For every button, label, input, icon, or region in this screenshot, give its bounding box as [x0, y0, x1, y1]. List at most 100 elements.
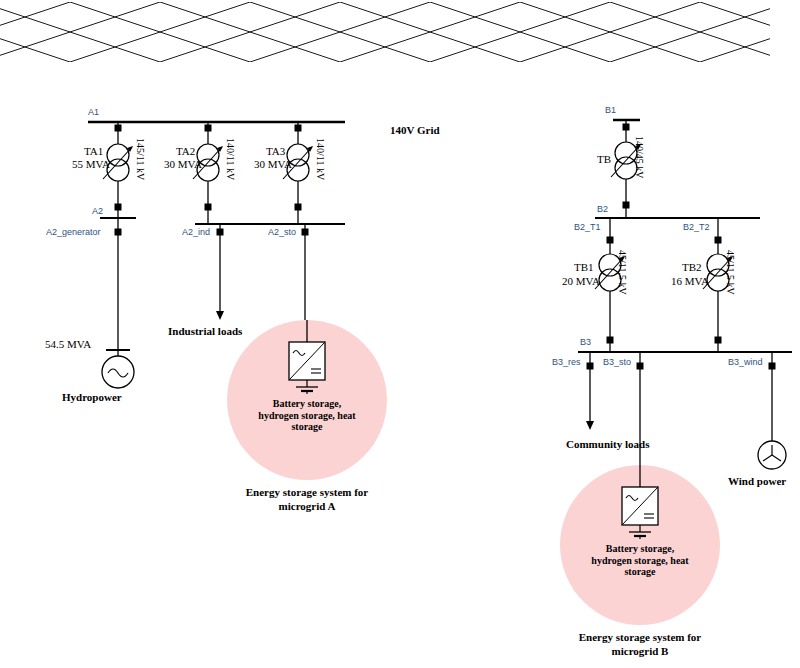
breaker-symbol [623, 124, 630, 131]
transformer-ratio: 45/11.5 kV [725, 250, 736, 295]
breaker-symbol [587, 363, 594, 370]
storage-circle-fill [227, 320, 387, 480]
breaker-symbol [769, 363, 776, 370]
storage-heading: Energy storage system for microgrid A [232, 486, 382, 514]
busbar [100, 217, 136, 219]
bus-name: B3_wind [728, 357, 763, 367]
converter-diagonal [289, 342, 325, 380]
breaker-symbol [715, 337, 722, 344]
breaker-symbol [715, 237, 722, 244]
storage-contents: Battery storage, hydrogen storage, heat … [253, 398, 361, 433]
tap-changer-arrowhead [127, 146, 133, 152]
component-label: 55 MVA [72, 158, 110, 170]
bus-name: B3_res [552, 357, 581, 367]
transformer-ratio: 45/11.5 kV [617, 250, 628, 295]
converter-dc-sign [311, 372, 321, 373]
breaker-symbol [295, 204, 302, 211]
breaker-symbol [295, 125, 302, 132]
generator-symbol [102, 356, 134, 388]
breaker-symbol [623, 202, 630, 209]
converter-diagonal [622, 487, 658, 525]
breaker-symbol [115, 229, 122, 236]
converter-dc-sign [644, 513, 654, 514]
busbar [195, 223, 345, 225]
bus-name: A2 [92, 206, 103, 216]
wind-generator-symbol [758, 441, 786, 469]
storage-circle: Battery storage, hydrogen storage, heat … [560, 465, 720, 625]
wire [117, 350, 118, 356]
component-label: 30 MVA [254, 158, 292, 170]
breaker-symbol [637, 363, 644, 370]
wire [609, 218, 610, 254]
bus-name: B2 [597, 204, 608, 214]
grid-mesh-line [250, 2, 430, 62]
wind-rotor [771, 445, 772, 455]
bus-name: B1 [605, 105, 616, 115]
component-label: 54.5 MVA [45, 338, 91, 350]
grid-mesh-line [430, 2, 610, 62]
grid-mesh-line [340, 2, 520, 62]
converter-dc-sign [311, 368, 321, 369]
generator-sine [108, 369, 128, 377]
component-label: 30 MVA [164, 158, 202, 170]
battery-lead [306, 380, 307, 387]
battery-lead [306, 391, 307, 394]
converter-symbol [289, 342, 325, 380]
component-label: Wind power [728, 475, 786, 487]
tap-changer-arrowhead [307, 146, 313, 152]
transformer-ratio: 140/11 kV [315, 138, 326, 180]
battery-plate [296, 386, 318, 387]
wire [304, 224, 305, 320]
grid-mesh-line [70, 2, 250, 62]
grid-mesh-line [520, 2, 700, 62]
grid-mesh-line [0, 2, 70, 62]
bus-name: A2_sto [268, 227, 296, 237]
wire [625, 120, 626, 142]
breaker-symbol [115, 204, 122, 211]
breaker-symbol [607, 337, 614, 344]
converter-ac-sign [626, 496, 638, 501]
wire [717, 218, 718, 254]
grid-mesh-line [610, 2, 770, 62]
grid-mesh-line [70, 2, 250, 62]
transformer-ratio: 145/11 kV [135, 138, 146, 180]
grid-mesh-line [700, 2, 770, 62]
breaker-symbol [115, 125, 122, 132]
wire [625, 179, 626, 218]
transformer-ratio: 140/45 kV [634, 136, 645, 179]
grid-mesh-line [430, 2, 610, 62]
tap-changer-arrowhead [217, 146, 223, 152]
load-feeder [219, 224, 220, 312]
component-label: TB [597, 153, 611, 165]
component-label: TA2 [176, 145, 195, 157]
bus-name: A2_ind [182, 227, 210, 237]
breaker-symbol [302, 229, 309, 236]
component-label: 140V Grid [390, 124, 440, 136]
battery-lead [639, 536, 640, 539]
bus-name: B2_T2 [683, 222, 710, 232]
converter-symbol [622, 487, 658, 525]
grid-mesh-line [160, 2, 340, 62]
grid-mesh-line [520, 2, 700, 62]
breaker-symbol [217, 229, 224, 236]
grid-mesh-line [0, 2, 160, 62]
bus-name: B2_T1 [574, 222, 601, 232]
breaker-symbol [205, 125, 212, 132]
storage-circle-fill [560, 465, 720, 625]
component-label: TB2 [682, 261, 702, 273]
component-label: TA1 [84, 145, 103, 157]
bus-name: B3_sto [603, 357, 631, 367]
converter-dc-sign [644, 517, 654, 518]
busbar [88, 121, 345, 124]
component-label: 20 MVA [562, 275, 600, 287]
component-label: Community loads [566, 438, 649, 450]
transformer-ratio: 140/11 kV [225, 138, 236, 180]
grid-mesh [0, 2, 770, 62]
component-label: Industrial loads [168, 325, 242, 337]
component-label: TA3 [266, 145, 285, 157]
bus-name: A1 [88, 107, 99, 117]
wire [207, 181, 208, 224]
grid-mesh-line [250, 2, 430, 62]
battery-lead [639, 525, 640, 532]
